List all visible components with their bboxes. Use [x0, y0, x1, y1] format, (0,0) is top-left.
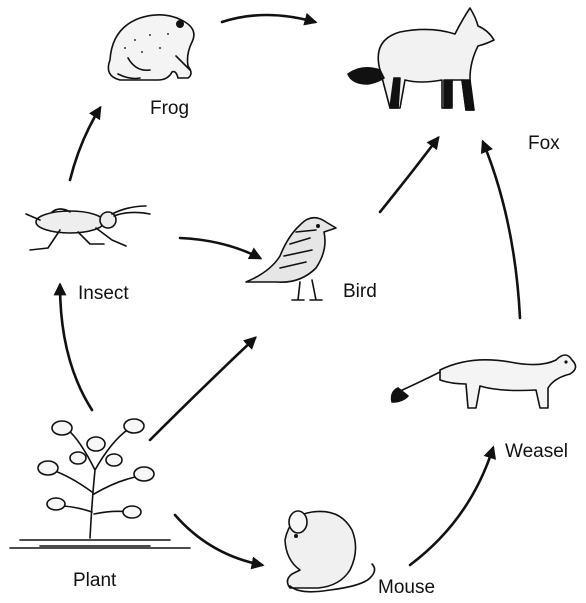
plant-illustration	[20, 419, 170, 546]
label-insect: Insect	[78, 283, 129, 305]
label-mouse: Mouse	[378, 577, 435, 599]
arrow-insect-to-frog	[70, 108, 100, 180]
fox-illustration	[348, 8, 494, 110]
label-frog: Frog	[150, 98, 189, 120]
arrow-plant-to-mouse	[175, 515, 262, 565]
label-bird: Bird	[343, 281, 377, 303]
label-plant: Plant	[73, 570, 116, 592]
arrow-mouse-to-weasel	[410, 448, 493, 565]
weasel-illustration	[392, 355, 576, 408]
arrow-plant-to-bird	[150, 338, 255, 440]
arrow-bird-to-fox	[380, 138, 438, 212]
insect-illustration	[26, 206, 150, 250]
arrow-insect-to-bird	[180, 238, 260, 258]
arrow-frog-to-fox	[222, 15, 315, 22]
arrow-weasel-to-fox	[483, 142, 520, 318]
mouse-illustration	[285, 511, 375, 592]
frog-illustration	[108, 15, 194, 80]
label-fox: Fox	[528, 133, 560, 155]
label-weasel: Weasel	[505, 441, 568, 463]
